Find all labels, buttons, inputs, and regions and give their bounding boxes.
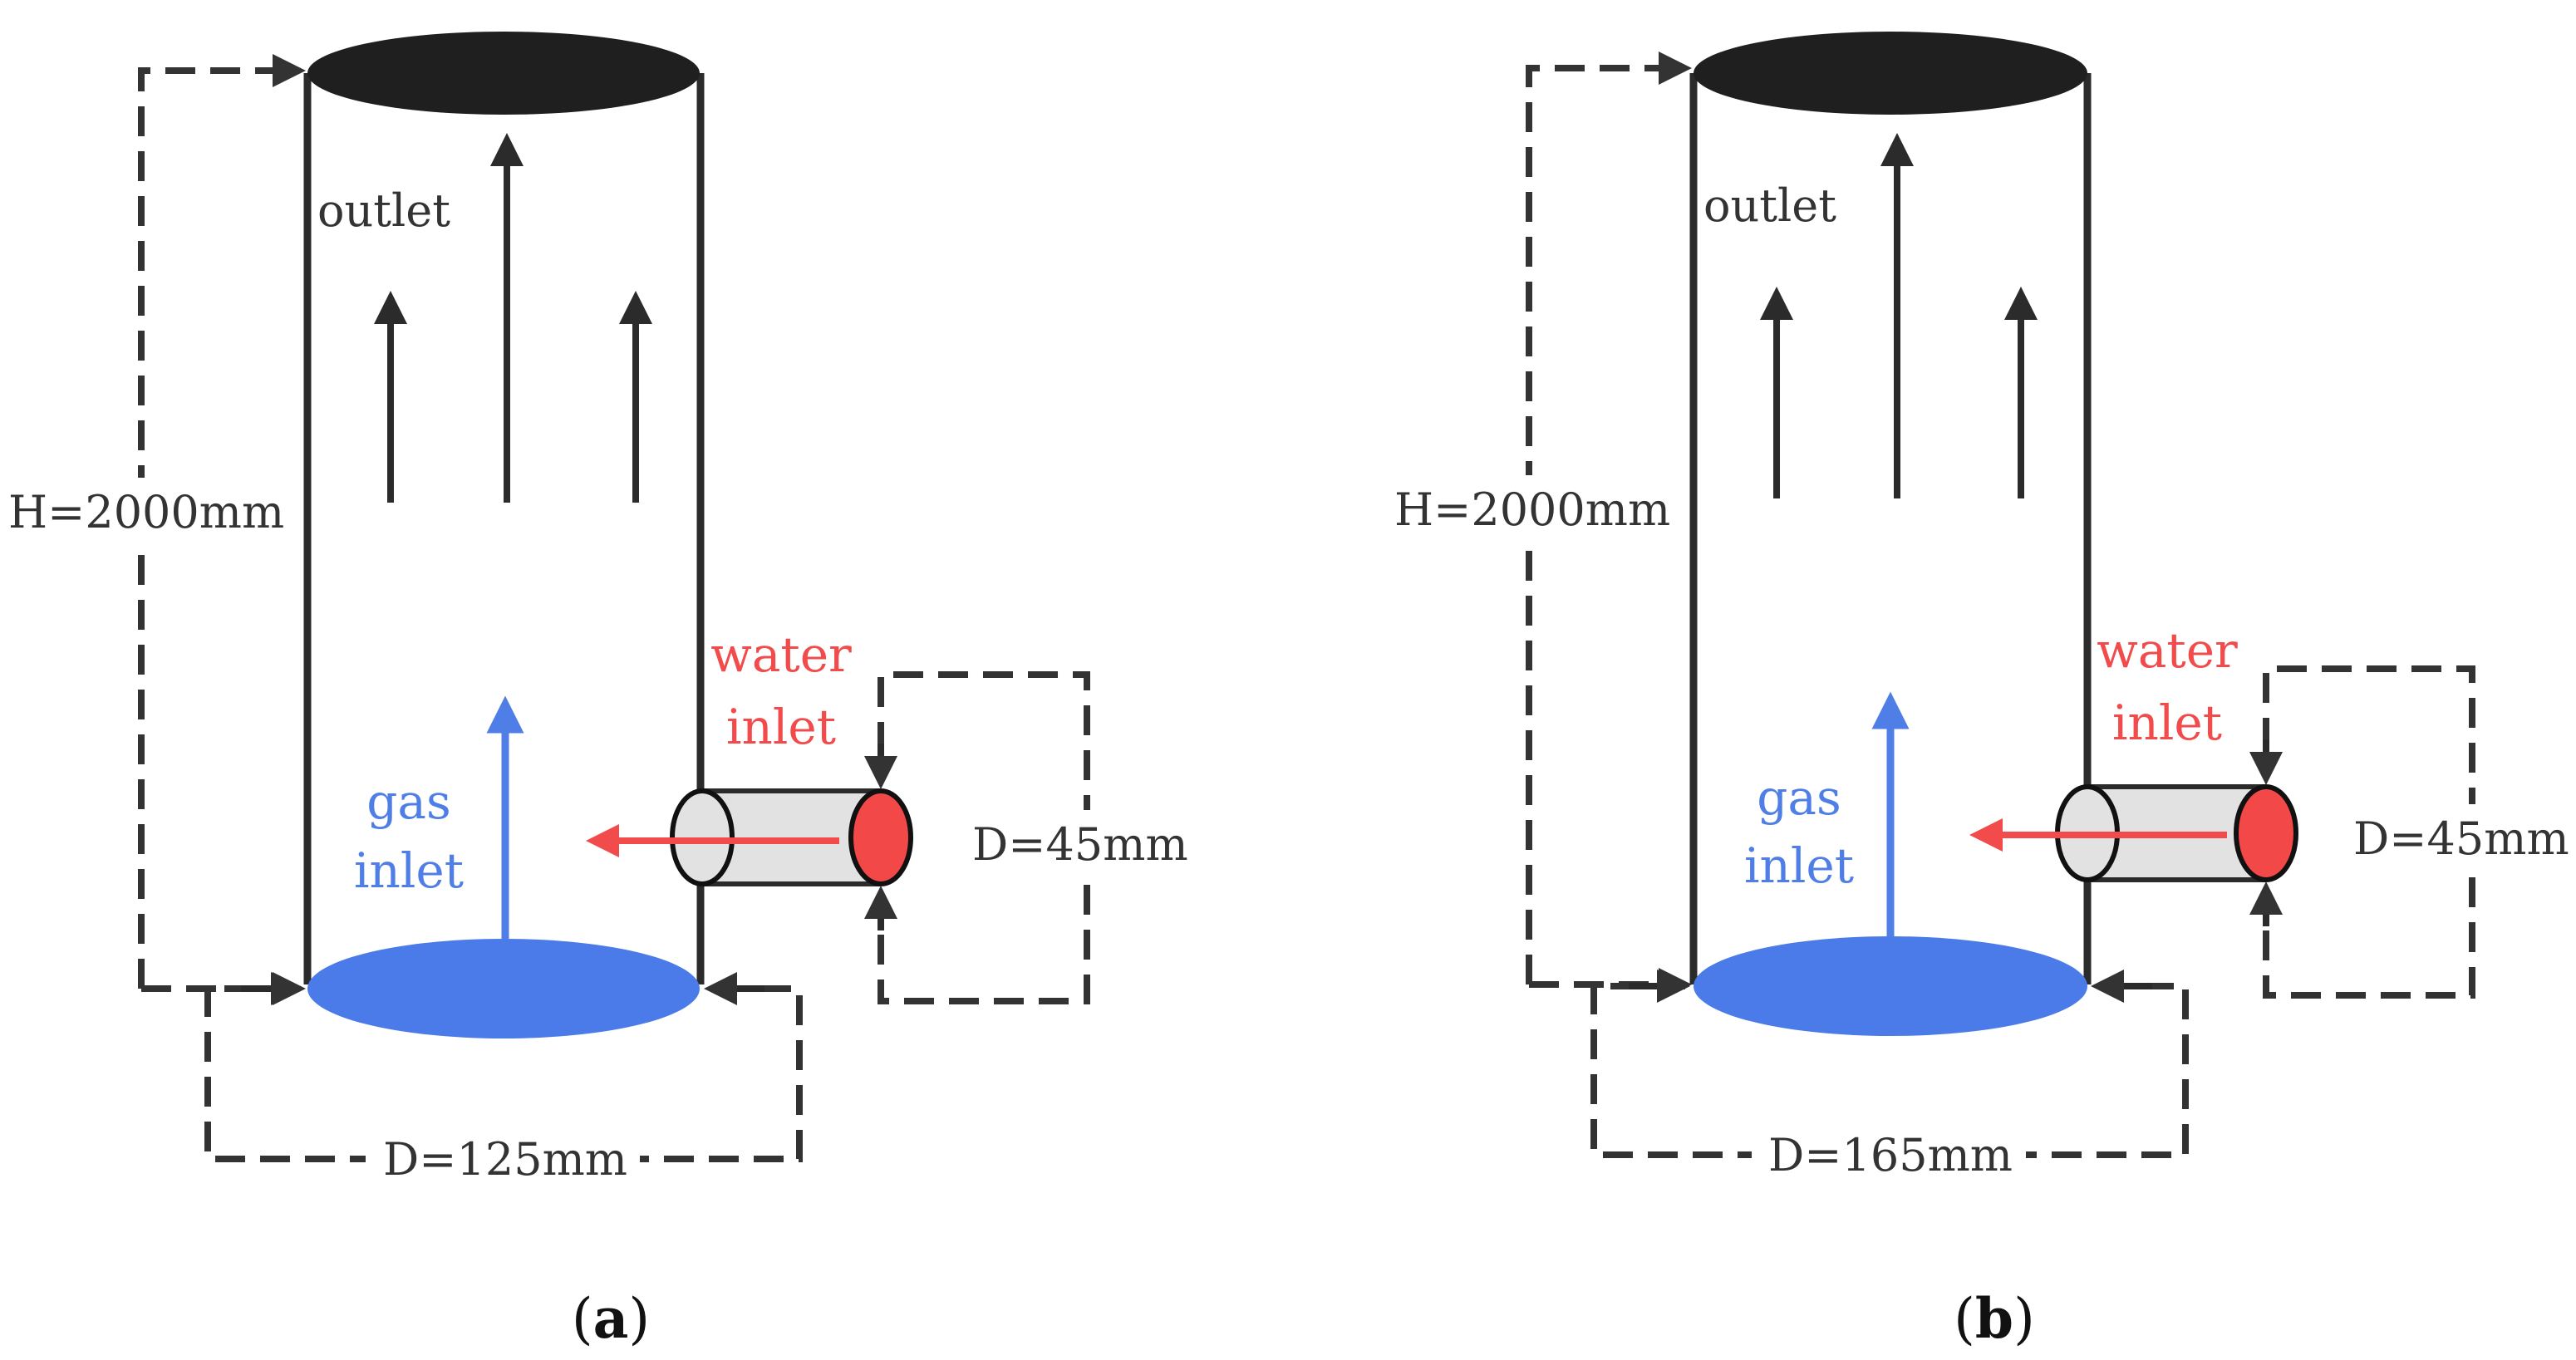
inlet-diameter-dimension [878, 671, 1090, 1004]
panel-caption: (b) [1954, 1286, 2035, 1351]
outlet-disk [1694, 32, 2087, 115]
outlet-disk [307, 32, 700, 115]
column-diameter-label-bg [366, 1130, 640, 1192]
inlet-diameter-label-bg [964, 810, 1197, 876]
height-label-bg [1392, 475, 1658, 542]
panel-caption: (a) [572, 1286, 650, 1351]
inlet-diameter-dimension [2263, 665, 2475, 999]
panel-a: outlet H=2000mm gas inlet water inlet D=… [8, 32, 1197, 1351]
inlet-diameter-label: D=45mm [2353, 813, 2569, 865]
gas-label-line2: inlet [354, 842, 464, 899]
water-label-line1: water [710, 626, 852, 683]
inlet-diameter-label: D=45mm [972, 818, 1188, 871]
column-diameter-label: D=165mm [1768, 1129, 2013, 1181]
water-inlet-face [848, 788, 913, 886]
outlet-label: outlet [317, 184, 450, 237]
height-dimension-top [1526, 52, 1692, 984]
gas-inlet-disk [307, 939, 700, 1038]
column-diameter-label: D=125mm [383, 1133, 627, 1186]
gas-label-line1: gas [1757, 769, 1841, 826]
height-label: H=2000mm [1394, 484, 1670, 536]
water-label-line2: inlet [2112, 695, 2222, 751]
height-label: H=2000mm [8, 486, 284, 538]
height-dimension-top [138, 54, 306, 989]
height-label-bg [8, 478, 274, 544]
water-inlet-face [2234, 784, 2298, 882]
gas-inlet-disk [1694, 936, 2087, 1036]
water-label-line1: water [2097, 622, 2238, 679]
column-diameter-label-bg [1752, 1126, 2026, 1188]
gas-label-line1: gas [366, 773, 450, 830]
water-label-line2: inlet [726, 699, 836, 755]
outlet-label: outlet [1703, 179, 1836, 232]
inlet-diameter-label-bg [2347, 804, 2572, 871]
gas-label-line2: inlet [1744, 837, 1854, 894]
panel-b: outlet H=2000mm gas inlet water inlet D=… [1392, 32, 2572, 1351]
